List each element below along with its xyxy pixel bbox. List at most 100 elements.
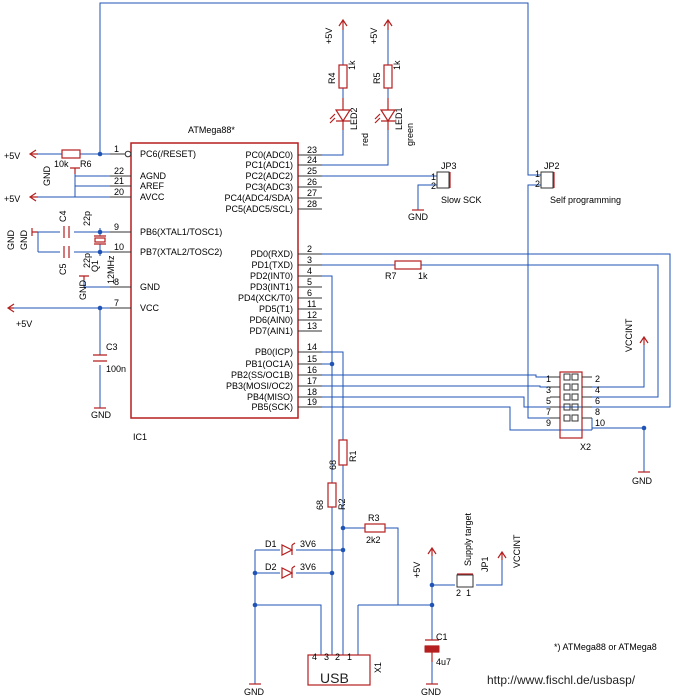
x2-pin-2: 2 [595, 374, 600, 384]
r5-ref: R5 [372, 72, 382, 84]
pin-number: 21 [114, 176, 124, 186]
r6-ref: R6 [80, 159, 92, 169]
power-symbols: +5V +5V +5V +5V +5V +5V VCCINT VCCINT GN… [4, 18, 653, 697]
pin-number: 12 [307, 310, 317, 320]
x2-pin-5: 5 [546, 396, 551, 406]
pin-number: 14 [307, 342, 317, 352]
c4-value: 22p [82, 211, 92, 226]
vcc-label-2: +5V [4, 194, 20, 204]
vcc-label-1: +5V [4, 151, 20, 161]
jp3-pin2: 2 [431, 181, 436, 191]
ic1: ATMega88* IC1 [124, 125, 299, 442]
pin-label: PC4(ADC4/SDA) [224, 193, 293, 203]
pin-label: GND [140, 282, 161, 292]
jp2-pin1: 1 [535, 169, 540, 179]
ic1-right-pins: 23PC0(ADC0)24PC1(ADC1)25PC2(ADC2)26PC3(A… [224, 145, 322, 412]
jp2-ref: JP2 [544, 161, 560, 171]
x2-pin-7: 7 [546, 407, 551, 417]
led1-ref: LED1 [394, 107, 404, 130]
vcc-label-5: +5V [369, 28, 379, 44]
x1-pin-3: 3 [324, 652, 329, 662]
pin-label: PC3(ADC3) [245, 182, 293, 192]
jp1-ref: JP1 [480, 556, 490, 572]
d1-ref: D1 [265, 539, 277, 549]
pin-number: 22 [114, 166, 124, 176]
x1-ref: X1 [373, 662, 383, 673]
gnd-label-5: GND [91, 410, 112, 420]
gnd-label-6: GND [408, 212, 429, 222]
pin-label: PB1(OC1A) [245, 359, 293, 369]
r2-value: 68 [315, 500, 325, 510]
pin-label: PC5(ADC5/SCL) [225, 204, 293, 214]
r4-ref: R4 [327, 72, 337, 84]
resistors: 10k R6 R4 1k R5 1k R7 1k R1 68 68 R2 R3 … [54, 60, 428, 545]
zener-diodes: D1 3V6 D2 3V6 [265, 539, 316, 579]
pin-number: 23 [307, 145, 317, 155]
c1-ref: C1 [436, 632, 448, 642]
x2-pin-1: 1 [546, 374, 551, 384]
pin-number: 26 [307, 177, 317, 187]
gnd-label-2: GND [6, 230, 16, 251]
jp3-label: Slow SCK [441, 195, 482, 205]
r6-value: 10k [54, 159, 69, 169]
x1-pin-2: 2 [335, 652, 340, 662]
pin-label: AGND [140, 171, 167, 181]
pin-number: 16 [307, 365, 317, 375]
pin-number: 15 [307, 354, 317, 364]
led2-ref: LED2 [349, 107, 359, 130]
gnd-label-8: GND [244, 687, 265, 697]
pin-number: 9 [114, 222, 119, 232]
gnd-label-7: GND [632, 476, 653, 486]
vcc-label-6: +5V [412, 562, 422, 578]
pin-number: 5 [307, 277, 312, 287]
pin-label: AREF [140, 181, 165, 191]
ic1-name: ATMega88* [188, 125, 235, 135]
pin-number: 4 [307, 266, 312, 276]
x2-pin-3: 3 [546, 385, 551, 395]
jp1-pin1: 1 [466, 588, 471, 598]
d1-value: 3V6 [300, 539, 316, 549]
pin-number: 8 [114, 277, 119, 287]
jp3-pin1: 1 [431, 172, 436, 182]
gnd-label-1: GND [42, 166, 52, 187]
usb-connector: USB 4 3 2 1 X1 [307, 652, 383, 686]
pin-number: 25 [307, 166, 317, 176]
r4-value: 1k [347, 60, 357, 70]
led1-color: green [405, 123, 415, 146]
vccint-label-2: VCCINT [512, 534, 522, 568]
pin-label: PB0(ICP) [255, 347, 293, 357]
pin-number: 18 [307, 387, 317, 397]
r3-ref: R3 [368, 513, 380, 523]
pin-number: 2 [307, 244, 312, 254]
crystal: Q1 12MHz [90, 235, 116, 284]
x1-pin-4: 4 [312, 652, 317, 662]
pin-label: PB3(MOSI/OC2) [226, 381, 293, 391]
pin-label: PB6(XTAL1/TOSC1) [140, 227, 222, 237]
vcc-label-4: +5V [324, 28, 334, 44]
jumpers: JP3 1 2 Slow SCK JP2 1 2 Self programmin… [431, 161, 621, 598]
r2-ref: R2 [337, 498, 347, 510]
pin-label: PC6(/RESET) [140, 149, 196, 159]
url-text: http://www.fischl.de/usbasp/ [487, 673, 636, 687]
ic1-ref: IC1 [133, 432, 147, 442]
usb-label: USB [320, 670, 349, 686]
pin-number: 28 [307, 199, 317, 209]
led2-color: red [360, 133, 370, 146]
jp2-pin2: 2 [535, 179, 540, 189]
junctions [97, 151, 647, 608]
pin-number: 17 [307, 376, 317, 386]
